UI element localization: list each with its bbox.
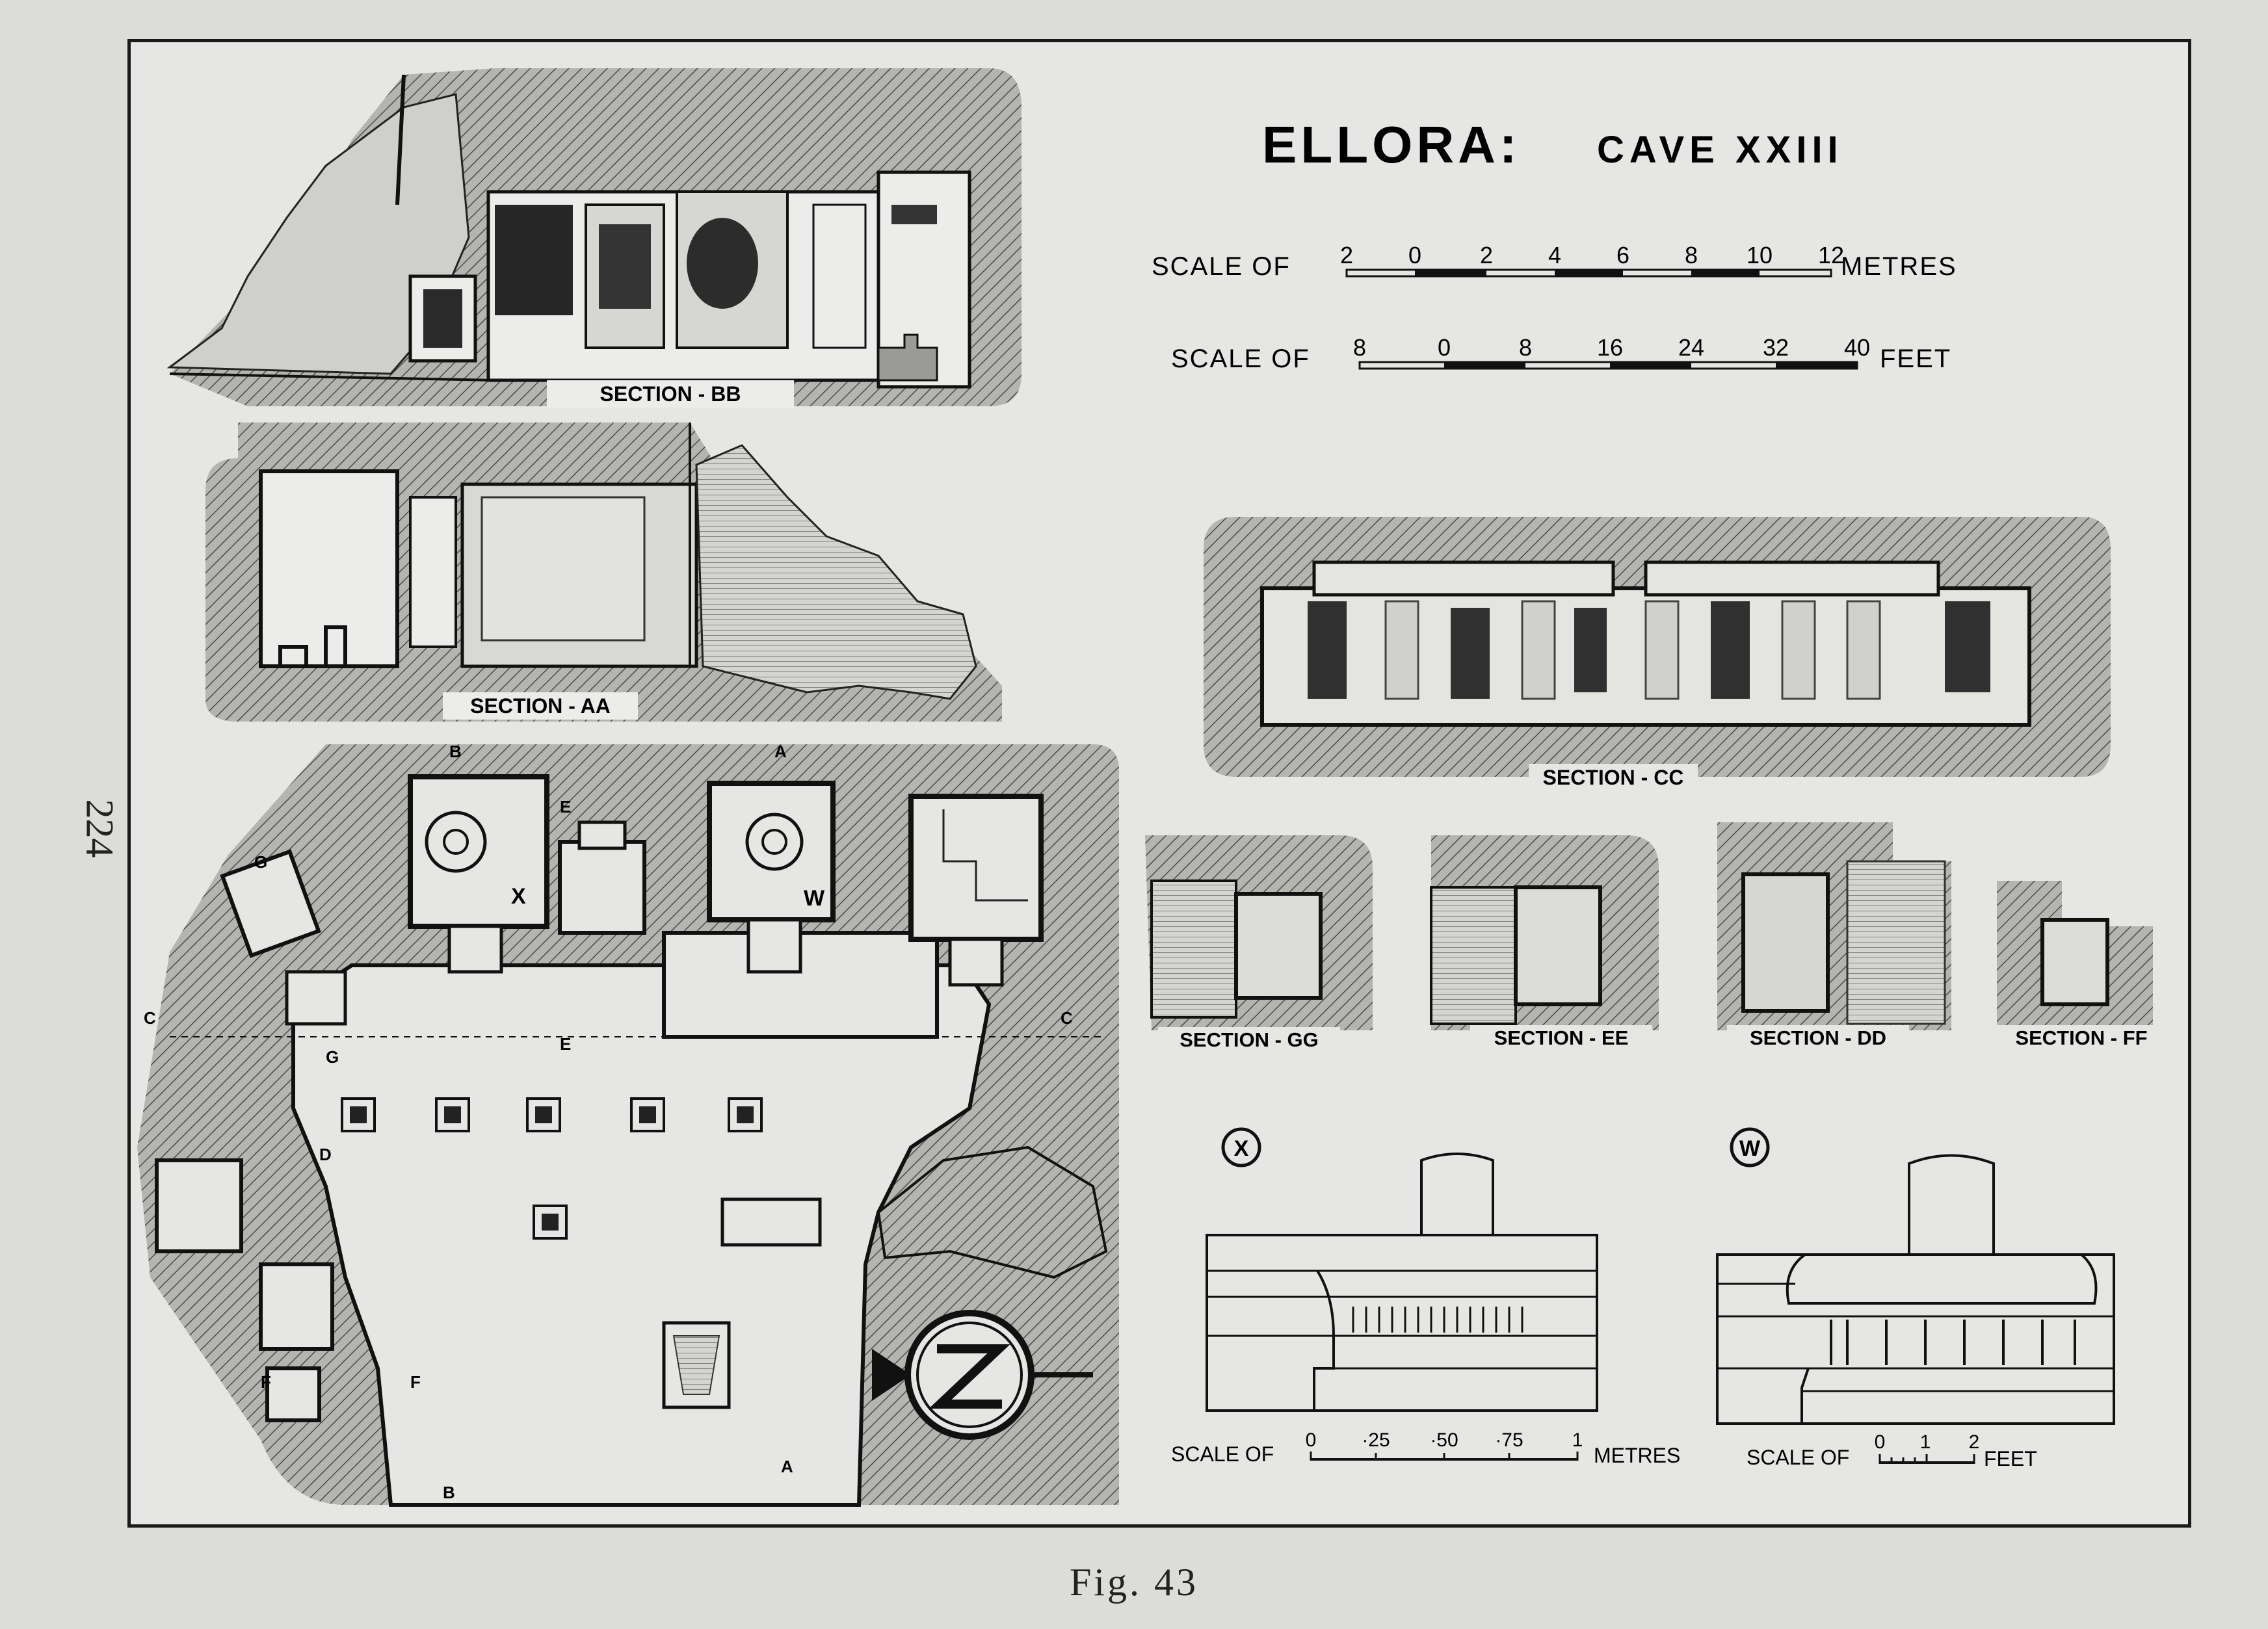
scale-detail-feet-unit: FEET bbox=[1984, 1447, 2037, 1470]
marker-c-left: C bbox=[144, 1008, 156, 1028]
figure-caption: Fig. 43 bbox=[1069, 1561, 1199, 1604]
scale-feet-tick: 16 bbox=[1597, 334, 1623, 361]
section-aa-label: SECTION - AA bbox=[470, 694, 611, 718]
marker-g-top: G bbox=[254, 852, 267, 872]
scale-detail-metres: SCALE OF 0 ·25 ·50 ·75 1 METRES bbox=[1171, 1429, 1680, 1467]
ground-plan: X W C C B A B A E bbox=[137, 742, 1119, 1507]
scale-feet: SCALE OF 8 0 8 16 24 32 40 FEET bbox=[1171, 334, 1951, 373]
marker-e-mid: E bbox=[560, 1034, 571, 1054]
section-ee: SECTION - EE bbox=[1430, 835, 1659, 1051]
detail-w: W bbox=[1716, 1127, 2115, 1425]
page-number: 224 bbox=[78, 799, 122, 858]
scale-feet-tick: 40 bbox=[1844, 334, 1870, 361]
marker-b-top: B bbox=[449, 742, 462, 761]
title-main: ELLORA: bbox=[1262, 116, 1521, 174]
title-block: ELLORA: CAVE XXIII bbox=[1262, 116, 1843, 174]
scale-feet-tick: 32 bbox=[1763, 334, 1789, 361]
section-gg: SECTION - GG bbox=[1145, 835, 1373, 1053]
scale-metres-tick: 0 bbox=[1408, 242, 1421, 268]
detail-w-label: W bbox=[1739, 1136, 1761, 1161]
title-sub: CAVE XXIII bbox=[1597, 129, 1843, 171]
section-dd: SECTION - DD bbox=[1717, 822, 1951, 1051]
marker-b-bottom: B bbox=[443, 1483, 455, 1502]
scale-detail-metres-tick: ·25 bbox=[1362, 1429, 1390, 1451]
section-gg-label: SECTION - GG bbox=[1180, 1028, 1319, 1051]
section-aa: SECTION - AA bbox=[205, 423, 1002, 722]
section-bb: SECTION - BB bbox=[166, 68, 1022, 408]
scale-metres: SCALE OF 2 0 2 4 6 8 10 12 METRES bbox=[1152, 242, 1957, 281]
scale-detail-feet-prefix: SCALE OF bbox=[1747, 1446, 1849, 1469]
scale-metres-tick: 10 bbox=[1747, 242, 1773, 268]
marker-c-right: C bbox=[1061, 1008, 1073, 1028]
north-arrow-icon bbox=[872, 1310, 1093, 1440]
marker-d: D bbox=[319, 1145, 332, 1164]
section-cc-label: SECTION - CC bbox=[1543, 766, 1684, 789]
scale-feet-tick: 8 bbox=[1519, 334, 1532, 361]
figure-plate: SECTION - BB SECTION - AA X W bbox=[127, 39, 2191, 1528]
scale-metres-tick: 6 bbox=[1616, 242, 1629, 268]
scale-detail-metres-tick: ·75 bbox=[1495, 1429, 1523, 1451]
scale-feet-tick: 0 bbox=[1438, 334, 1451, 361]
marker-f-left: F bbox=[261, 1372, 271, 1392]
room-w-label: W bbox=[804, 886, 825, 911]
scale-metres-tick: 4 bbox=[1548, 242, 1561, 268]
scale-metres-tick: 2 bbox=[1340, 242, 1353, 268]
scale-metres-prefix: SCALE OF bbox=[1152, 252, 1291, 281]
detail-x-label: X bbox=[1234, 1136, 1249, 1161]
scale-detail-metres-tick: ·50 bbox=[1430, 1429, 1458, 1451]
scale-detail-metres-prefix: SCALE OF bbox=[1171, 1442, 1274, 1466]
marker-a-bottom: A bbox=[781, 1457, 793, 1476]
scale-metres-tick: 8 bbox=[1685, 242, 1698, 268]
section-ee-label: SECTION - EE bbox=[1494, 1026, 1629, 1049]
scale-detail-feet-tick: 1 bbox=[1920, 1431, 1931, 1453]
scale-feet-tick: 24 bbox=[1678, 334, 1704, 361]
marker-a-top: A bbox=[774, 742, 787, 761]
scale-feet-tick: 8 bbox=[1353, 334, 1366, 361]
scale-metres-tick: 12 bbox=[1818, 242, 1844, 268]
scale-detail-feet-tick: 0 bbox=[1875, 1431, 1886, 1453]
scale-feet-unit: FEET bbox=[1880, 345, 1951, 373]
scale-detail-metres-tick: 1 bbox=[1572, 1429, 1583, 1451]
marker-e-top: E bbox=[560, 797, 571, 816]
section-dd-label: SECTION - DD bbox=[1750, 1026, 1886, 1049]
detail-x: X bbox=[1206, 1127, 1598, 1412]
section-bb-label: SECTION - BB bbox=[600, 382, 741, 406]
section-cc: SECTION - CC bbox=[1204, 517, 2111, 791]
marker-f-right: F bbox=[410, 1372, 421, 1392]
scale-metres-tick: 2 bbox=[1480, 242, 1493, 268]
scale-detail-metres-unit: METRES bbox=[1594, 1444, 1680, 1467]
scale-detail-metres-tick: 0 bbox=[1306, 1429, 1317, 1451]
cave-drawing: SECTION - BB SECTION - AA X W bbox=[137, 68, 2172, 1507]
section-ff: SECTION - FF bbox=[1990, 881, 2172, 1051]
section-ff-label: SECTION - FF bbox=[2015, 1026, 2147, 1049]
scale-feet-prefix: SCALE OF bbox=[1171, 345, 1310, 373]
marker-g-mid: G bbox=[326, 1047, 339, 1067]
scale-detail-feet-tick: 2 bbox=[1969, 1431, 1980, 1453]
scale-metres-unit: METRES bbox=[1841, 252, 1957, 281]
scale-detail-feet: SCALE OF 0 1 2 FEET bbox=[1747, 1431, 2037, 1470]
room-x-label: X bbox=[511, 884, 526, 909]
